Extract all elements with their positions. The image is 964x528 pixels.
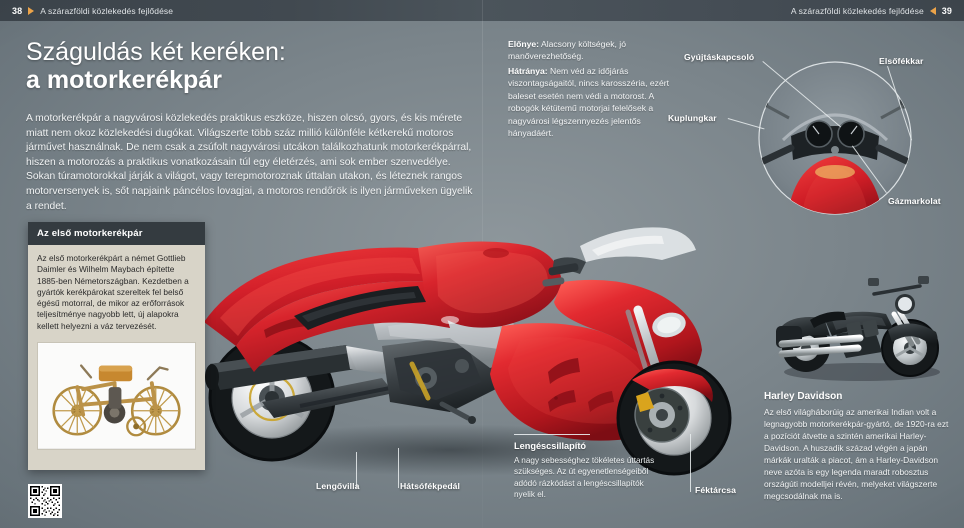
damper-title: Lengéscsillapító [514, 441, 586, 451]
rear-shock [409, 361, 431, 401]
leader-lengovilla [356, 452, 357, 488]
page-header: 38 A szárazföldi közlekedés fejlődése A … [0, 0, 964, 21]
front-fork [633, 305, 675, 417]
pro-label: Előnye: [508, 39, 540, 49]
fuel-tank [418, 241, 562, 328]
callout-hatsofekpedal: Hátsófékpedál [400, 481, 461, 491]
harley-seat [810, 311, 846, 328]
header-right: A szárazföldi közlekedés fejlődése 39 [791, 6, 952, 16]
harley-front-fender [888, 323, 938, 348]
title-line-1: Száguldás két keréken: [26, 38, 286, 66]
leader-hatsofekpedal [398, 448, 399, 488]
intro-paragraph: A motorkerékpár a nagyvárosi közlekedés … [26, 113, 473, 212]
left-page-number: 38 [12, 5, 23, 16]
exhaust [205, 345, 406, 390]
next-arrow-icon[interactable] [28, 6, 35, 15]
callout-gazmarkolat: Gázmarkolat [888, 196, 941, 206]
throttle-grip [907, 158, 911, 176]
rear-wheel [208, 334, 336, 462]
right-page-number: 39 [941, 5, 952, 16]
header-left: 38 A szárazföldi közlekedés fejlődése [12, 6, 173, 16]
prev-arrow-icon[interactable] [929, 6, 936, 15]
harley-davidson-photo [762, 268, 960, 386]
first-motorcycle-card: Az első motorkerékpár Az első motorkerék… [28, 222, 205, 470]
left-chapter-title: A szárazföldi közlekedés fejlődése [40, 5, 174, 16]
pro-line: Előnye: Alacsony költségek, jó manőverez… [508, 38, 680, 63]
callout-gyujtaskapcsolo: Gyújtáskapcsoló [684, 52, 755, 62]
handlebar [542, 257, 586, 287]
frame-beam [372, 302, 522, 368]
page-fold [482, 0, 483, 528]
rear-brake-pedal [439, 401, 471, 421]
first-card-body: Az első motorkerékpárt a német Gottlieb … [37, 253, 189, 331]
windscreen [580, 227, 696, 262]
first-card-heading: Az első motorkerékpár [28, 222, 205, 245]
exhaust-pipe [778, 334, 864, 348]
first-card-photo [37, 341, 196, 450]
engine-block [382, 334, 502, 412]
cockpit-tank [787, 156, 883, 214]
pros-cons-block: Előnye: Alacsony költségek, jó manőverez… [508, 38, 680, 142]
damper-rule [514, 434, 590, 435]
brake-disc [635, 388, 689, 442]
title-line-2: a motorkerékpár [26, 66, 222, 94]
callout-lengovilla: Lengővilla [316, 481, 360, 491]
callout-kuplungkar: Kuplungkar [668, 113, 717, 123]
con-text: Nem véd az időjárás viszontagságaitól, n… [508, 65, 669, 139]
leader-fektarcsa [690, 434, 691, 492]
damper-block: Lengéscsillapító A nagy sebességhez töké… [514, 440, 664, 500]
brake-caliper [636, 392, 654, 412]
con-line: Hátránya: Nem véd az időjárás viszontags… [508, 65, 680, 140]
ignition-switch [831, 146, 839, 154]
side-fairing [490, 323, 667, 441]
callout-fektarcsa: Féktárcsa [695, 485, 737, 495]
harley-handlebar [872, 284, 922, 296]
headlight [652, 312, 686, 338]
page-title: Száguldás két keréken: a motorkerékpár [26, 38, 456, 94]
qr-code[interactable] [28, 484, 62, 518]
con-label: Hátránya: [508, 65, 548, 76]
tail-fairing [204, 247, 436, 346]
harley-body: Az első világháborúig az amerikai Indian… [764, 407, 949, 501]
swingarm [262, 378, 394, 418]
clutch-lever [759, 158, 763, 176]
harley-davidson-block: Harley Davidson Az első világháborúig az… [764, 390, 954, 503]
seat [294, 286, 426, 330]
front-mudguard [632, 368, 713, 402]
harley-title: Harley Davidson [764, 391, 843, 402]
damper-text: A nagy sebességhez tökéletes úttartás sz… [514, 456, 655, 499]
pro-text: Alacsony költségek, jó manőverezhetőség. [508, 39, 626, 62]
right-chapter-title: A szárazföldi közlekedés fejlődése [790, 5, 924, 16]
front-fairing [554, 279, 702, 396]
callout-elsofekkar: Elsőfékkar [879, 56, 924, 66]
